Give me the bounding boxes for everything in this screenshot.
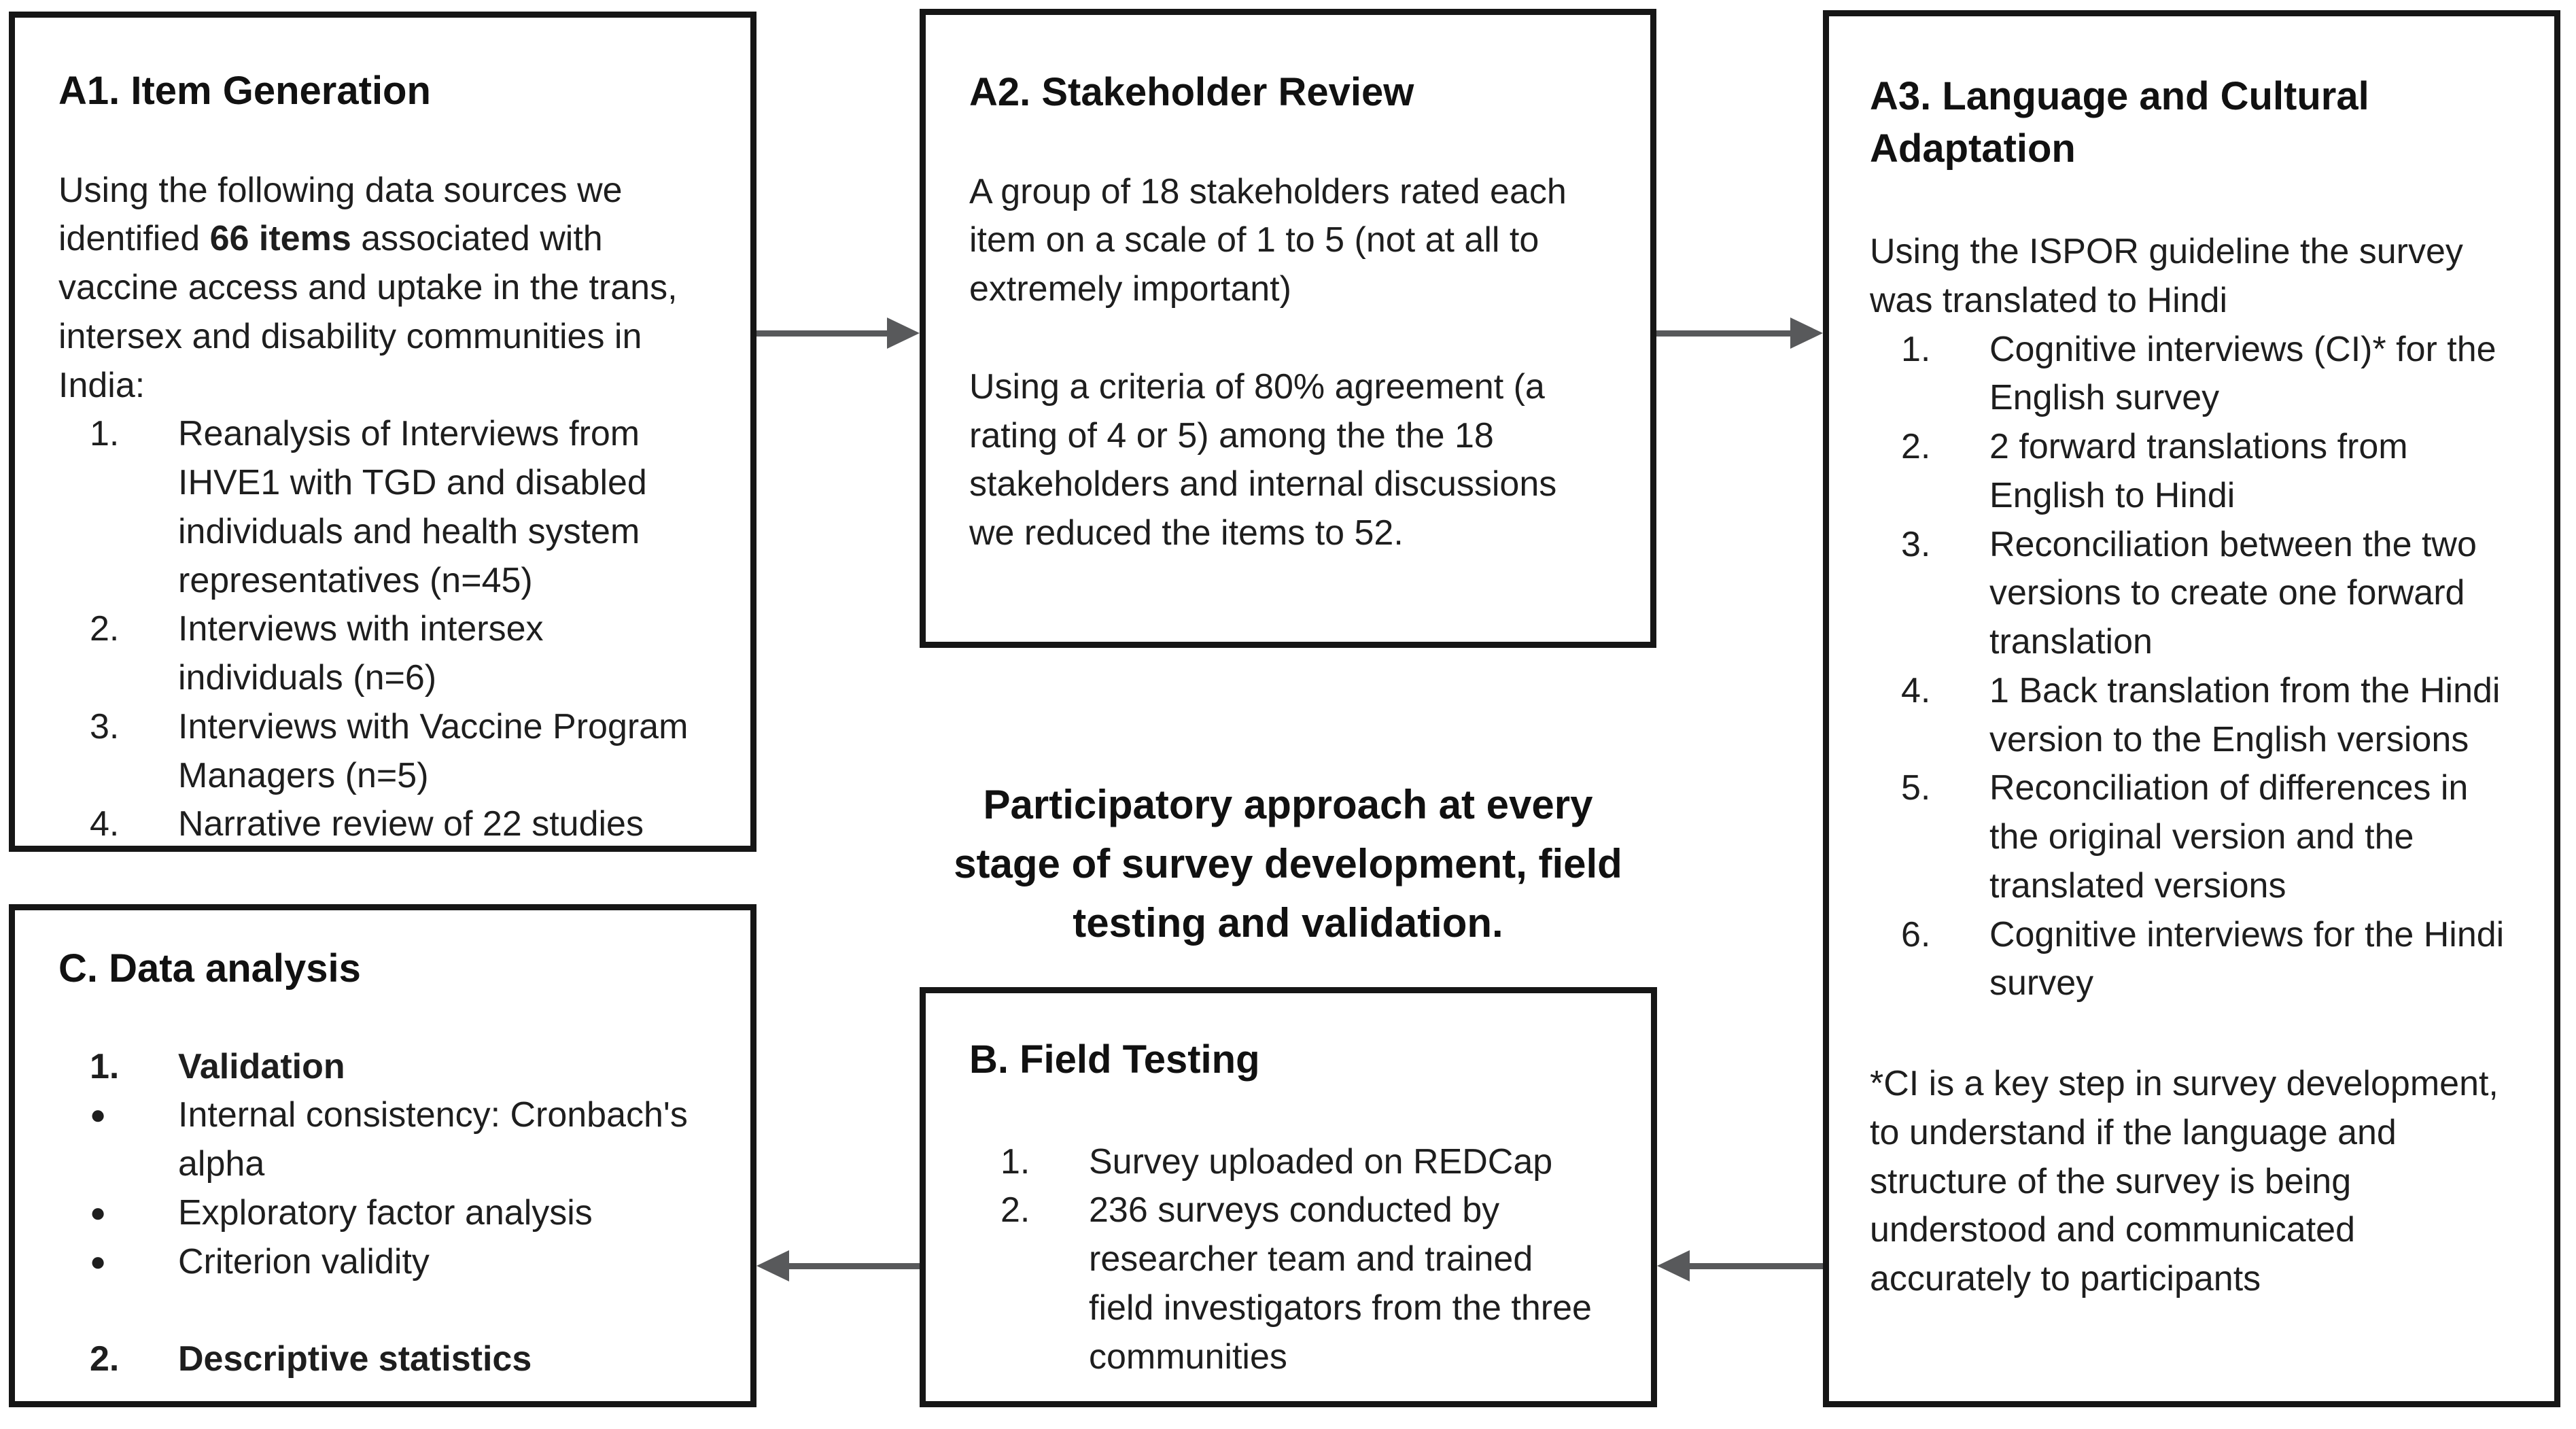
box-a1-intro-after: associated with vaccine access and uptak… bbox=[58, 219, 678, 405]
list-item-number: 3. bbox=[90, 706, 120, 746]
box-a3-intro: Using the ISPOR guideline the survey was… bbox=[1870, 232, 2463, 320]
box-a2-paragraph-1: A group of 18 stakeholders rated each it… bbox=[969, 171, 1567, 309]
arrow-a3-to-b-head-icon bbox=[1657, 1250, 1690, 1281]
list-item: 6. Cognitive interviews for the Hindi su… bbox=[1870, 911, 2513, 1009]
list-item-number: 5. bbox=[1901, 768, 1931, 808]
list-item-text: Narrative review of 22 studies bbox=[178, 804, 644, 844]
list-item-text: Internal consistency: Cronbach's alpha bbox=[178, 1095, 688, 1184]
box-a2-paragraph-2: Using a criteria of 80% agreement (a rat… bbox=[969, 366, 1557, 553]
list-item: 1. Reanalysis of Interviews from IHVE1 w… bbox=[58, 410, 707, 605]
list-item-text: Cognitive interviews (CI)* for the Engli… bbox=[1989, 329, 2496, 418]
arrow-a1-to-a2-line bbox=[756, 330, 890, 337]
list-item-number: 4. bbox=[1901, 670, 1931, 710]
box-a3-footnote: *CI is a key step in survey development,… bbox=[1870, 1064, 2499, 1299]
list-item-number: 4. bbox=[90, 804, 120, 844]
list-item: ● Exploratory factor analysis bbox=[58, 1189, 707, 1238]
list-item: 3. Interviews with Vaccine Program Manag… bbox=[58, 703, 707, 801]
box-a2-stakeholder-review: A2. Stakeholder Review A group of 18 sta… bbox=[920, 9, 1656, 648]
box-c-data-analysis: C. Data analysis 1. Validation ● Interna… bbox=[9, 904, 756, 1407]
list-item-text: Reanalysis of Interviews from IHVE1 with… bbox=[178, 414, 647, 600]
box-a1-item-generation: A1. Item Generation Using the following … bbox=[9, 12, 756, 852]
list-item-text: 2 forward translations from English to H… bbox=[1989, 427, 2408, 515]
bullet-icon: ● bbox=[90, 1197, 107, 1228]
list-item-number: 2. bbox=[1000, 1190, 1030, 1230]
box-b-list: 1. Survey uploaded on REDCap 2. 236 surv… bbox=[969, 1138, 1607, 1382]
list-item-text: Validation bbox=[178, 1046, 345, 1086]
box-a1-intro: Using the following data sources we iden… bbox=[58, 167, 707, 411]
center-note-line: Participatory approach at every bbox=[983, 782, 1593, 827]
list-item-number: 6. bbox=[1901, 914, 1931, 954]
list-item-text: Reconciliation of differences in the ori… bbox=[1989, 768, 2469, 906]
list-item-text: Criterion validity bbox=[178, 1241, 430, 1281]
box-a1-list: 1. Reanalysis of Interviews from IHVE1 w… bbox=[58, 410, 707, 849]
list-item-number: 1. bbox=[1000, 1141, 1030, 1182]
list-item: 5. Reconciliation of differences in the … bbox=[1870, 764, 2513, 910]
list-item-text: Descriptive statistics bbox=[178, 1339, 532, 1379]
list-item-text: Interviews with intersex individuals (n=… bbox=[178, 609, 544, 698]
list-item-number: 2. bbox=[90, 1339, 120, 1379]
list-item: 3. Reconciliation between the two versio… bbox=[1870, 521, 2513, 667]
list-item-text: Exploratory factor analysis bbox=[178, 1192, 593, 1233]
list-item-number: 1. bbox=[1901, 329, 1931, 369]
box-a2-title: A2. Stakeholder Review bbox=[969, 70, 1414, 114]
box-c-title: C. Data analysis bbox=[58, 946, 361, 991]
list-item: 1. Survey uploaded on REDCap bbox=[969, 1138, 1607, 1187]
list-item: 1. Validation bbox=[58, 1043, 707, 1092]
list-item: 2. 236 surveys conducted by researcher t… bbox=[969, 1186, 1607, 1381]
box-a3-language-cultural-adaptation: A3. Language and Cultural Adaptation Usi… bbox=[1823, 10, 2560, 1407]
box-c-list: 1. Validation ● Internal consistency: Cr… bbox=[58, 1043, 707, 1385]
box-a1-intro-bold: 66 items bbox=[209, 219, 351, 259]
list-item-number: 2. bbox=[1901, 427, 1931, 467]
arrow-a2-to-a3-line bbox=[1656, 330, 1793, 337]
list-item: 4. Narrative review of 22 studies bbox=[58, 800, 707, 849]
box-a3-title: A3. Language and Cultural Adaptation bbox=[1870, 74, 2369, 171]
list-item-text: Survey uploaded on REDCap bbox=[1089, 1141, 1553, 1182]
bullet-icon: ● bbox=[90, 1246, 107, 1277]
list-item-number: 2. bbox=[90, 609, 120, 649]
list-item-number: 3. bbox=[1901, 524, 1931, 564]
box-a1-intro-before: Using the following data sources we iden… bbox=[58, 170, 623, 259]
list-item: 2. Interviews with intersex individuals … bbox=[58, 605, 707, 703]
center-note: Participatory approach at every stage of… bbox=[884, 775, 1692, 952]
list-item-text: 1 Back translation from the Hindi versio… bbox=[1989, 670, 2501, 759]
center-note-line: stage of survey development, field bbox=[954, 841, 1622, 886]
list-item-number: 1. bbox=[90, 1046, 120, 1086]
arrow-b-to-c-head-icon bbox=[756, 1250, 789, 1281]
arrow-b-to-c-line bbox=[789, 1263, 920, 1269]
list-item-number: 1. bbox=[90, 414, 120, 454]
box-b-title: B. Field Testing bbox=[969, 1037, 1260, 1082]
box-a1-title: A1. Item Generation bbox=[58, 69, 431, 113]
list-item: 4. 1 Back translation from the Hindi ver… bbox=[1870, 667, 2513, 765]
list-item: 2. 2 forward translations from English t… bbox=[1870, 423, 2513, 521]
list-item-text: Interviews with Vaccine Program Managers… bbox=[178, 706, 689, 795]
box-a3-list: 1. Cognitive interviews (CI)* for the En… bbox=[1870, 326, 2513, 1009]
arrow-a1-to-a2-head-icon bbox=[887, 317, 920, 349]
list-item: ● Criterion validity bbox=[58, 1238, 707, 1287]
list-item-text: Cognitive interviews for the Hindi surve… bbox=[1989, 914, 2505, 1003]
list-item: 1. Cognitive interviews (CI)* for the En… bbox=[1870, 326, 2513, 424]
list-item-text: 236 surveys conducted by researcher team… bbox=[1089, 1190, 1592, 1377]
list-item: 2. Descriptive statistics bbox=[58, 1335, 707, 1384]
arrow-a2-to-a3-head-icon bbox=[1790, 317, 1823, 349]
arrow-a3-to-b-line bbox=[1688, 1263, 1823, 1269]
center-note-line: testing and validation. bbox=[1073, 900, 1503, 946]
list-item-text: Reconciliation between the two versions … bbox=[1989, 524, 2477, 662]
bullet-icon: ● bbox=[90, 1100, 107, 1131]
box-b-field-testing: B. Field Testing 1. Survey uploaded on R… bbox=[920, 987, 1657, 1407]
list-item: ● Internal consistency: Cronbach's alpha bbox=[58, 1091, 707, 1189]
